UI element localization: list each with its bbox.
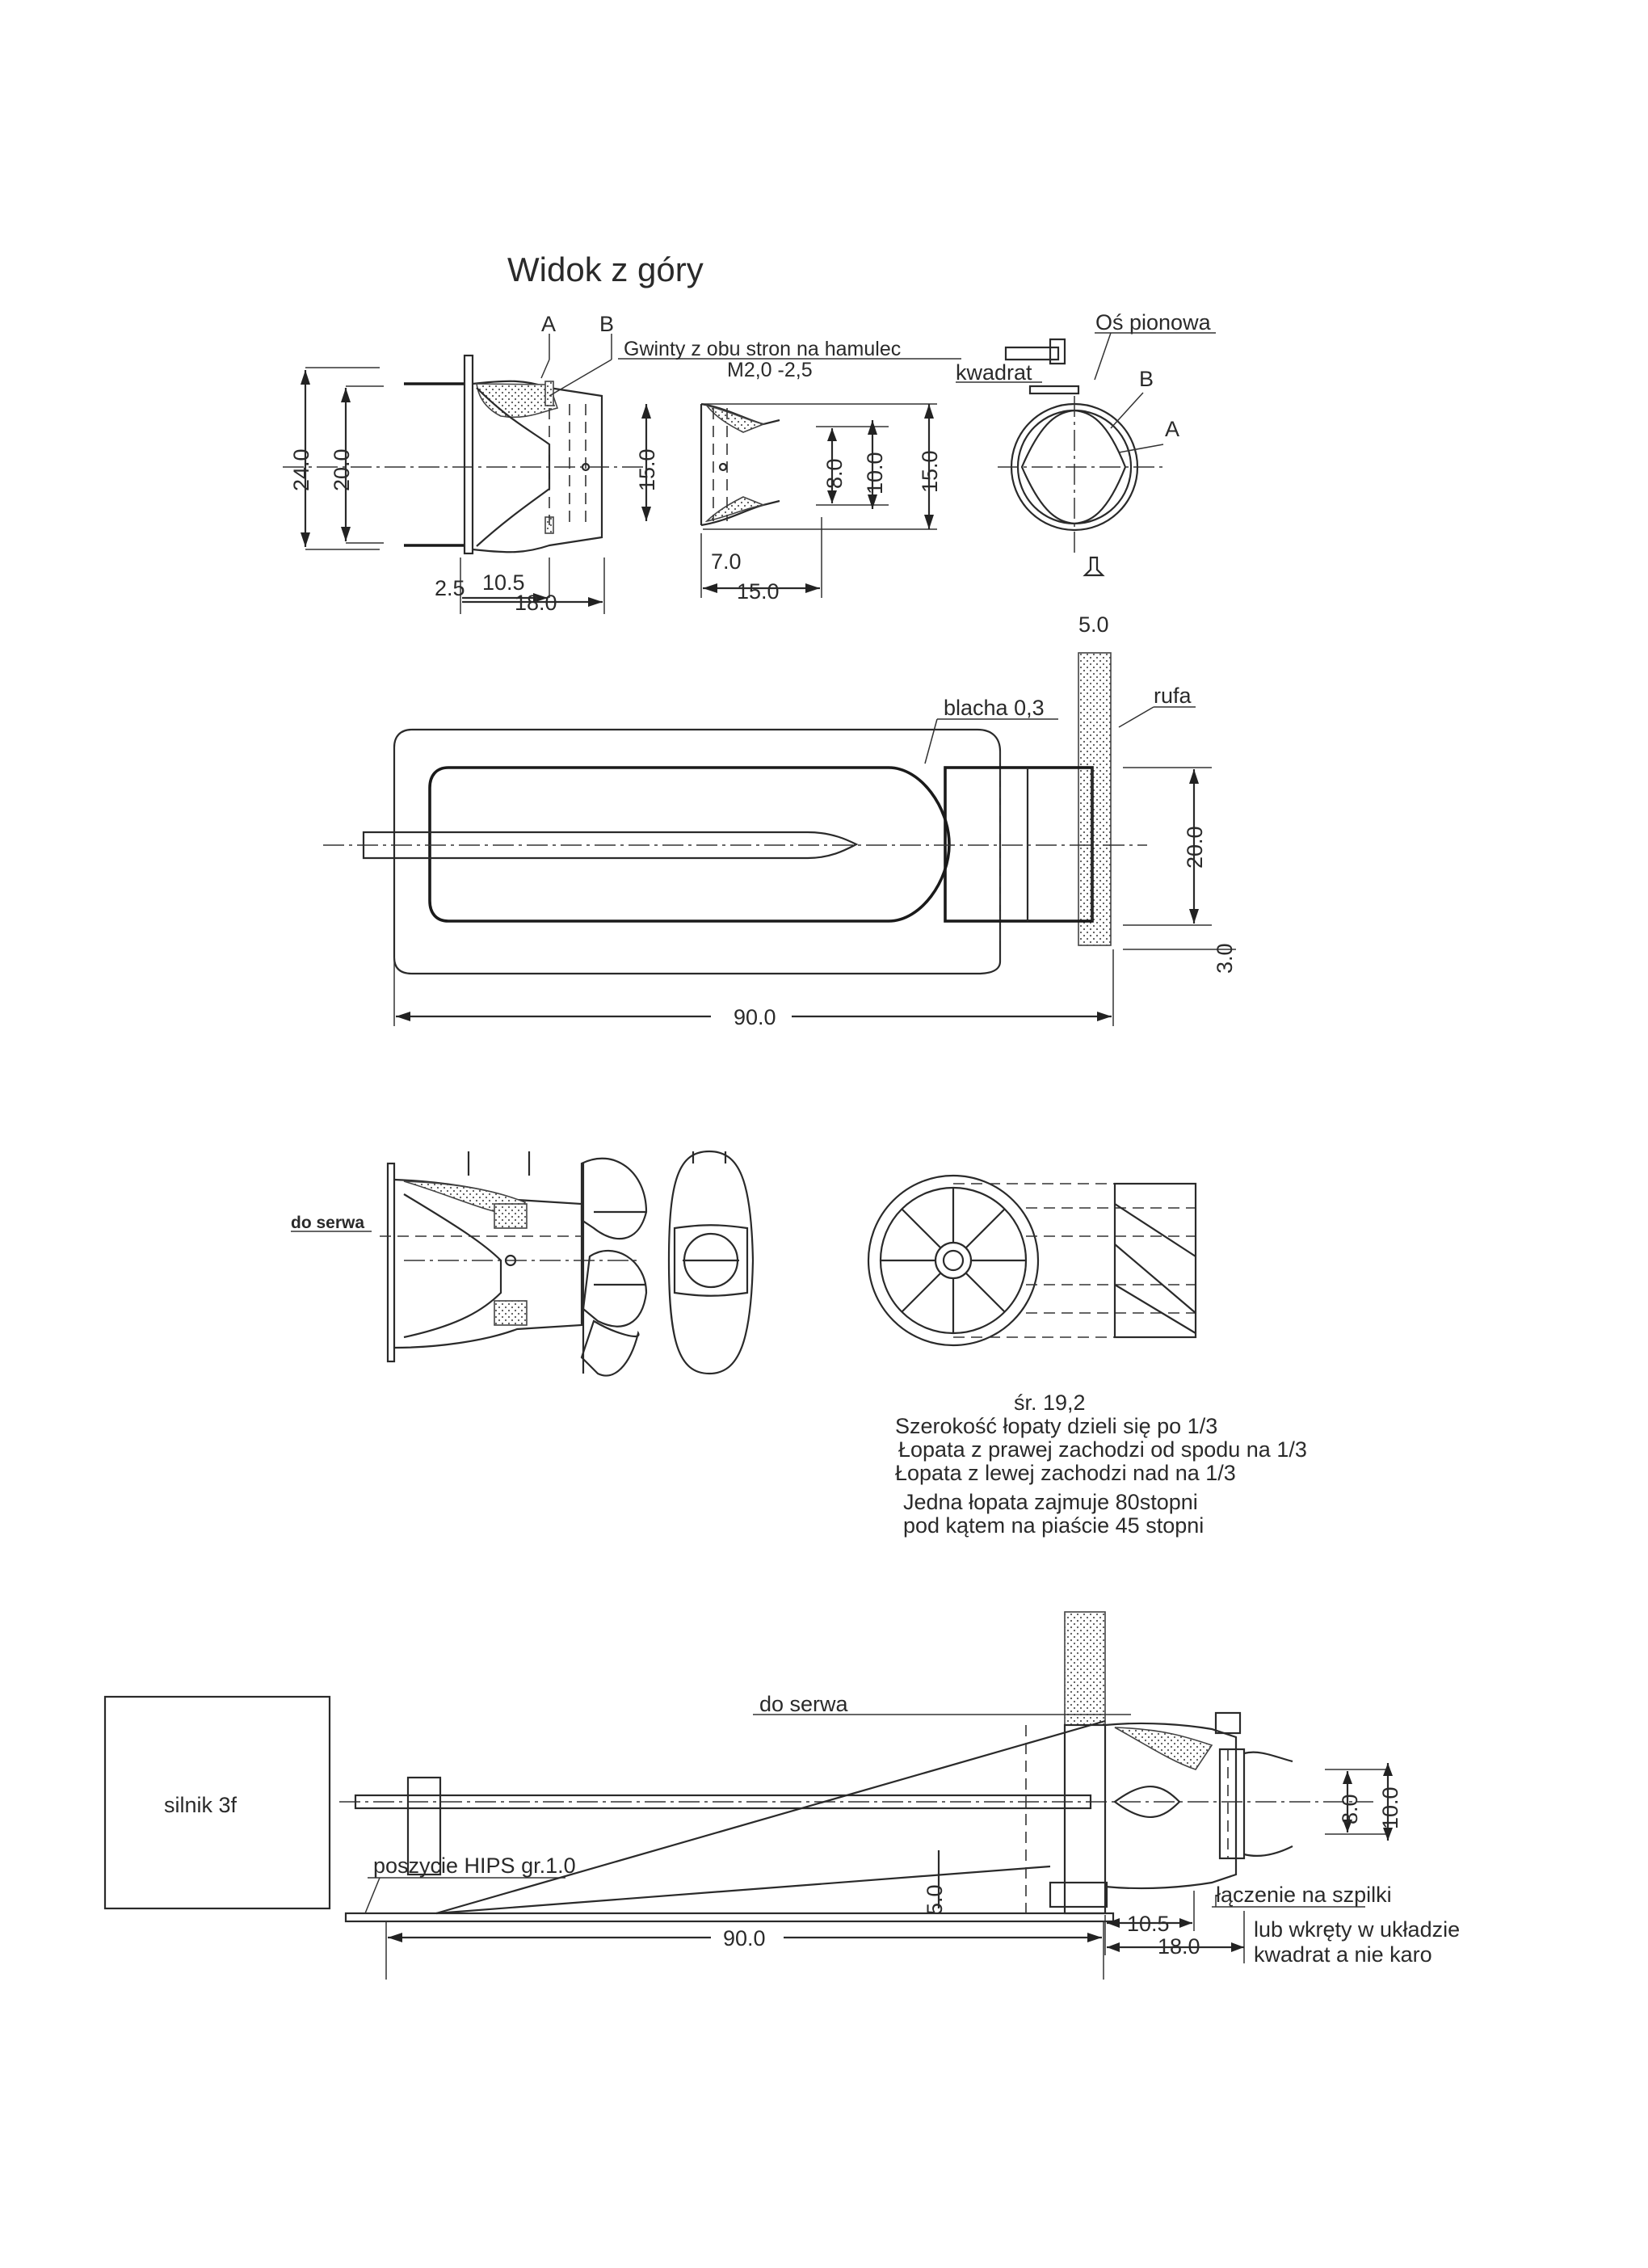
note-6: pod kątem na piaście 45 stopni (903, 1513, 1204, 1538)
note-4: Łopata z lewej zachodzi nad na 1/3 (895, 1461, 1236, 1485)
dim-7: 7.0 (711, 549, 742, 574)
dim-15: 15.0 (635, 448, 659, 491)
drawing-title: Widok z góry (507, 250, 704, 288)
dim-10-5-side: 10.5 (1127, 1912, 1170, 1936)
thread-note-2: M2,0 -2,5 (727, 359, 813, 381)
nozzle-top-view: 24.0 20.0 15.0 A B (283, 312, 961, 615)
joint-note-2: lub wkręty w układzie (1254, 1917, 1460, 1942)
dim-10-side: 10.0 (1378, 1786, 1402, 1829)
dim-3-plan: 3.0 (1213, 943, 1237, 974)
rudder-assembly: do serwa (291, 1151, 648, 1377)
dim-90-plan: 90.0 (734, 1005, 776, 1029)
note-3: Łopata z prawej zachodzi od spodu na 1/3 (898, 1437, 1307, 1462)
dim-10: 10.0 (863, 452, 887, 494)
dim-20-plan: 20.0 (1183, 826, 1207, 869)
vertical-axis-label: Oś pionowa (1095, 310, 1212, 335)
dim-10-5: 10.5 (482, 570, 525, 595)
label-a2: A (1165, 417, 1179, 441)
rudder-front-view (667, 1150, 755, 1375)
to-servo-label: do serwa (291, 1214, 364, 1232)
dim-8: 8.0 (822, 458, 847, 489)
dim-24: 24.0 (289, 448, 313, 491)
nozzle-rear-detail: 8.0 10.0 15.0 7.0 15.0 (700, 402, 942, 604)
motor-label: silnik 3f (164, 1793, 238, 1817)
dim-2-5: 2.5 (435, 576, 465, 600)
note-1: śr. 19,2 (1014, 1391, 1086, 1415)
note-5: Jedna łopata zajmuje 80stopni (903, 1490, 1198, 1514)
dim-8-side: 8.0 (1338, 1794, 1362, 1824)
joint-note-1: łączenie na szpilki (1216, 1883, 1392, 1907)
dim-15-c: 15.0 (918, 450, 942, 493)
square-label: kwadrat (956, 360, 1032, 385)
label-b: B (599, 312, 614, 336)
plan-view: rufa blacha 0,3 20.0 3.0 90.0 (323, 652, 1237, 1029)
propeller-diagram (867, 1174, 1197, 1347)
stern-label: rufa (1154, 684, 1192, 708)
dim-90-side: 90.0 (723, 1926, 766, 1950)
dim-15-b: 15.0 (737, 579, 780, 604)
to-servo-side: do serwa (759, 1692, 849, 1716)
propeller-notes: śr. 19,2 Szerokość łopaty dzieli się po … (895, 1391, 1307, 1538)
dim-18-side: 18.0 (1158, 1934, 1200, 1959)
hull-note: poszycie HIPS gr.1.0 (373, 1854, 576, 1878)
note-2: Szerokość łopaty dzieli się po 1/3 (895, 1414, 1217, 1438)
thread-note-1: Gwinty z obu stron na hamulec (624, 338, 901, 360)
dim-5-side: 5.0 (923, 1884, 947, 1915)
side-view: silnik 3f do serwa 8.0 10. (103, 1611, 1460, 1980)
dim-18: 18.0 (515, 591, 557, 615)
dim-20: 20.0 (330, 448, 354, 491)
label-a: A (541, 312, 556, 336)
joint-note-3: kwadrat a nie karo (1254, 1942, 1432, 1967)
label-b2: B (1139, 367, 1154, 391)
end-view: Oś pionowa kwadrat B A 5.0 (956, 310, 1216, 637)
dim-5: 5.0 (1078, 612, 1109, 637)
sheet-note: blacha 0,3 (944, 696, 1045, 720)
